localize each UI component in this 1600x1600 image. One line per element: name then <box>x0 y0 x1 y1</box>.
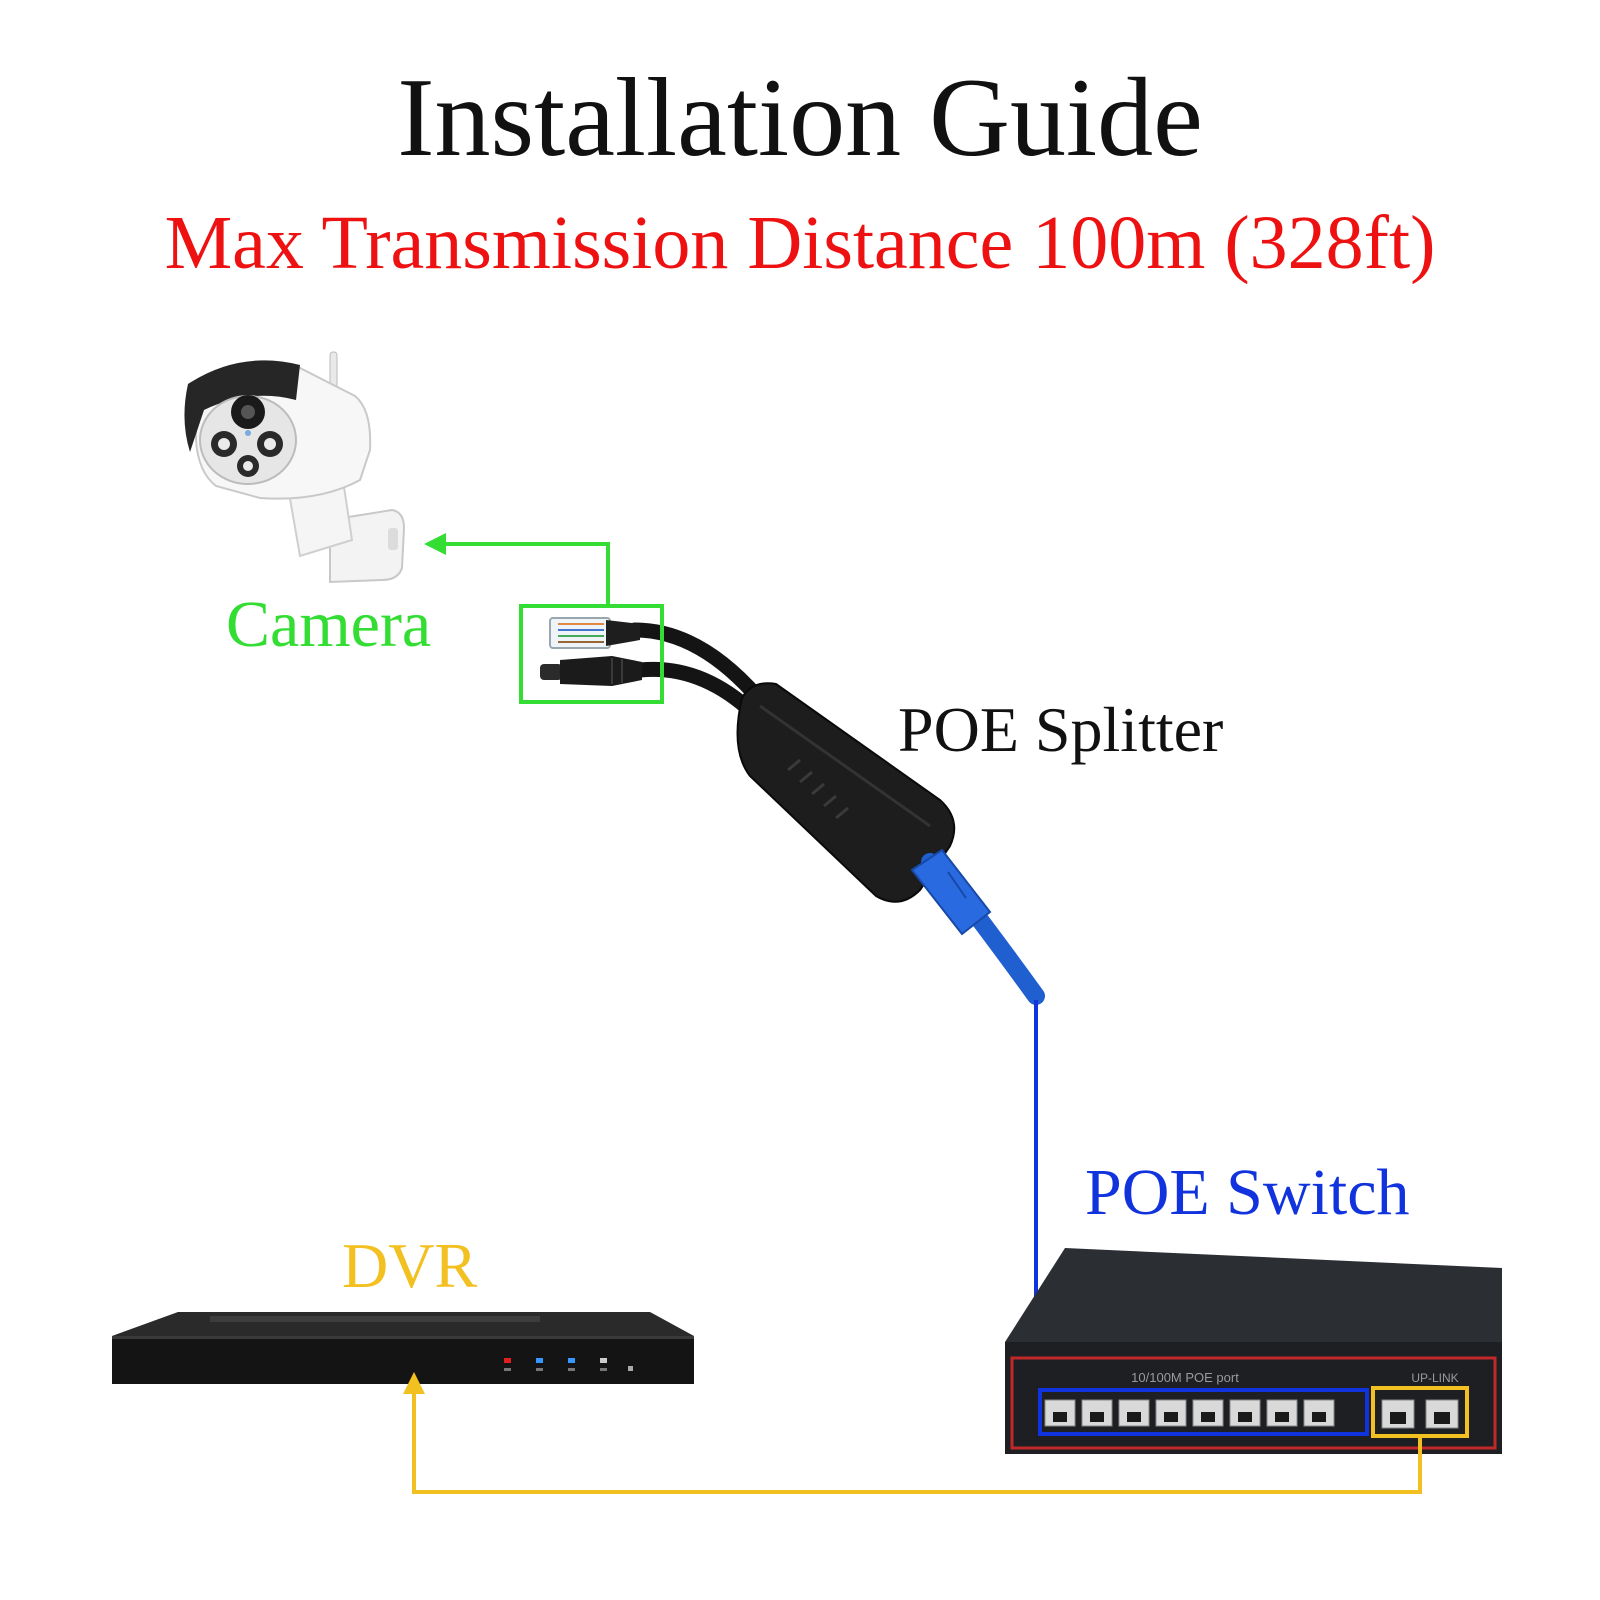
switch-port-group-label: 10/100M POE port <box>1131 1370 1239 1385</box>
camera-label: Camera <box>226 588 432 661</box>
switch-uplink-ports <box>1381 1399 1459 1429</box>
dvr-device <box>112 1312 694 1384</box>
page-subtitle: Max Transmission Distance 100m (328ft) <box>164 201 1436 285</box>
poe-switch-device: 10/100M POE port UP-LINK <box>1005 1248 1502 1454</box>
poe-switch-label: POE Switch <box>1085 1156 1410 1229</box>
page-title: Installation Guide <box>397 56 1203 180</box>
switch-poe-ports <box>1044 1399 1335 1427</box>
dvr-label: DVR <box>342 1230 478 1301</box>
switch-poe-port-highlight <box>1038 1388 1369 1436</box>
switch-uplink-label: UP-LINK <box>1411 1371 1458 1385</box>
splitter-output-highlight <box>519 604 664 704</box>
poe-splitter-label: POE Splitter <box>898 694 1224 765</box>
link-splitter-camera <box>424 533 610 606</box>
poe-splitter-device <box>519 604 1045 1005</box>
camera-device <box>184 351 406 584</box>
link-switch-dvr <box>403 1372 1422 1494</box>
